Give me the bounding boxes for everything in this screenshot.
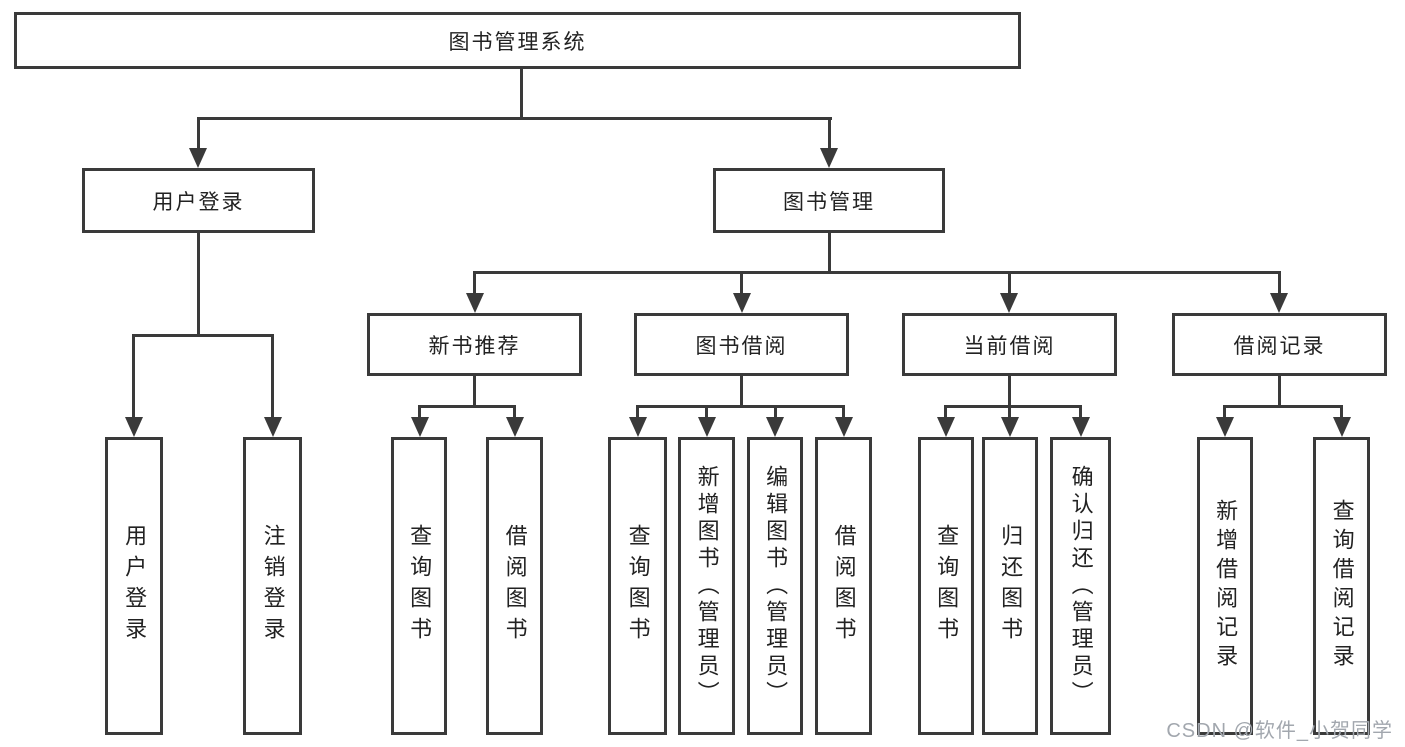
connector-line [520, 69, 523, 120]
leaf-records-add-record: 新增借阅记录 [1197, 437, 1253, 735]
node-label: 借阅图书 [502, 524, 528, 648]
arrowhead-down-icon [1270, 293, 1288, 313]
connector-line [774, 405, 777, 419]
arrowhead-down-icon [1000, 293, 1018, 313]
arrowhead-down-icon [506, 417, 524, 437]
node-label: 图书借阅 [695, 334, 788, 358]
connector-line [1223, 405, 1343, 408]
leaf-current-confirm-return-admin: 确认归还（管理员） [1050, 437, 1111, 735]
node-label: 注销登录 [260, 524, 286, 648]
node-label: 图书管理 [783, 190, 875, 214]
leaf-borrow-edit-books-admin: 编辑图书（管理员） [747, 437, 803, 735]
connector-line [132, 334, 135, 419]
connector-line [828, 117, 831, 150]
node-label: 查询图书 [625, 524, 651, 648]
node-book-management: 图书管理 [713, 168, 945, 233]
leaf-borrow-borrow-books: 借阅图书 [815, 437, 872, 735]
node-label: 归还图书 [998, 524, 1024, 648]
node-label: 新增图书（管理员） [694, 464, 720, 708]
leaf-newbook-borrow-books: 借阅图书 [486, 437, 543, 735]
connector-line [705, 405, 708, 419]
arrowhead-down-icon [937, 417, 955, 437]
node-label: 查询借阅记录 [1329, 499, 1355, 673]
connector-line [828, 233, 831, 274]
arrowhead-down-icon [189, 148, 207, 168]
leaf-records-query-record: 查询借阅记录 [1313, 437, 1370, 735]
connector-line [740, 376, 743, 408]
node-root: 图书管理系统 [14, 12, 1021, 69]
arrowhead-down-icon [835, 417, 853, 437]
arrowhead-down-icon [125, 417, 143, 437]
arrowhead-down-icon [820, 148, 838, 168]
node-new-book-recommend: 新书推荐 [367, 313, 582, 376]
connector-line [740, 271, 743, 295]
connector-line [1340, 405, 1343, 419]
node-user-login: 用户登录 [82, 168, 315, 233]
arrowhead-down-icon [698, 417, 716, 437]
connector-line [271, 334, 274, 419]
connector-line [636, 405, 639, 419]
node-label: 编辑图书（管理员） [763, 464, 789, 708]
connector-line [1278, 271, 1281, 295]
leaf-borrow-query-books: 查询图书 [608, 437, 667, 735]
connector-line [473, 271, 1281, 274]
node-label: 新增借阅记录 [1213, 499, 1239, 673]
leaf-newbook-query-books: 查询图书 [391, 437, 447, 735]
node-borrow-records: 借阅记录 [1172, 313, 1387, 376]
connector-line [197, 117, 832, 120]
connector-line [1008, 405, 1011, 419]
node-book-borrow: 图书借阅 [634, 313, 849, 376]
connector-line [842, 405, 845, 419]
node-label: 确认归还（管理员） [1068, 464, 1094, 708]
csdn-watermark: CSDN @软件_小贺同学 [1166, 720, 1393, 742]
arrowhead-down-icon [1072, 417, 1090, 437]
arrowhead-down-icon [1001, 417, 1019, 437]
connector-line [636, 405, 845, 408]
connector-line [1008, 376, 1011, 408]
connector-line [473, 271, 476, 295]
connector-line [197, 233, 200, 337]
node-label: 借阅记录 [1233, 334, 1326, 358]
arrowhead-down-icon [766, 417, 784, 437]
node-label: 借阅图书 [831, 524, 857, 648]
leaf-borrow-add-books-admin: 新增图书（管理员） [678, 437, 735, 735]
connector-line [1278, 376, 1281, 408]
connector-line [513, 405, 516, 419]
arrowhead-down-icon [466, 293, 484, 313]
leaf-current-query-books: 查询图书 [918, 437, 974, 735]
arrowhead-down-icon [264, 417, 282, 437]
connector-line [1008, 271, 1011, 295]
connector-line [944, 405, 1082, 408]
connector-line [473, 376, 476, 408]
node-current-borrow: 当前借阅 [902, 313, 1117, 376]
arrowhead-down-icon [1333, 417, 1351, 437]
arrowhead-down-icon [411, 417, 429, 437]
arrowhead-down-icon [733, 293, 751, 313]
arrowhead-down-icon [1216, 417, 1234, 437]
connector-line [418, 405, 421, 419]
arrowhead-down-icon [629, 417, 647, 437]
connector-line [132, 334, 274, 337]
connector-line [197, 117, 200, 150]
leaf-logout: 注销登录 [243, 437, 302, 735]
connector-line [418, 405, 516, 408]
node-label: 当前借阅 [963, 334, 1056, 358]
connector-line [1223, 405, 1226, 419]
connector-line [1079, 405, 1082, 419]
node-label: 查询图书 [407, 524, 433, 648]
leaf-user-login: 用户登录 [105, 437, 163, 735]
node-label: 用户登录 [152, 190, 245, 214]
leaf-current-return-books: 归还图书 [982, 437, 1038, 735]
node-label: 新书推荐 [428, 334, 521, 358]
node-label: 用户登录 [122, 524, 148, 648]
connector-line [944, 405, 947, 419]
node-label: 查询图书 [934, 524, 960, 648]
node-label: 图书管理系统 [448, 30, 587, 54]
